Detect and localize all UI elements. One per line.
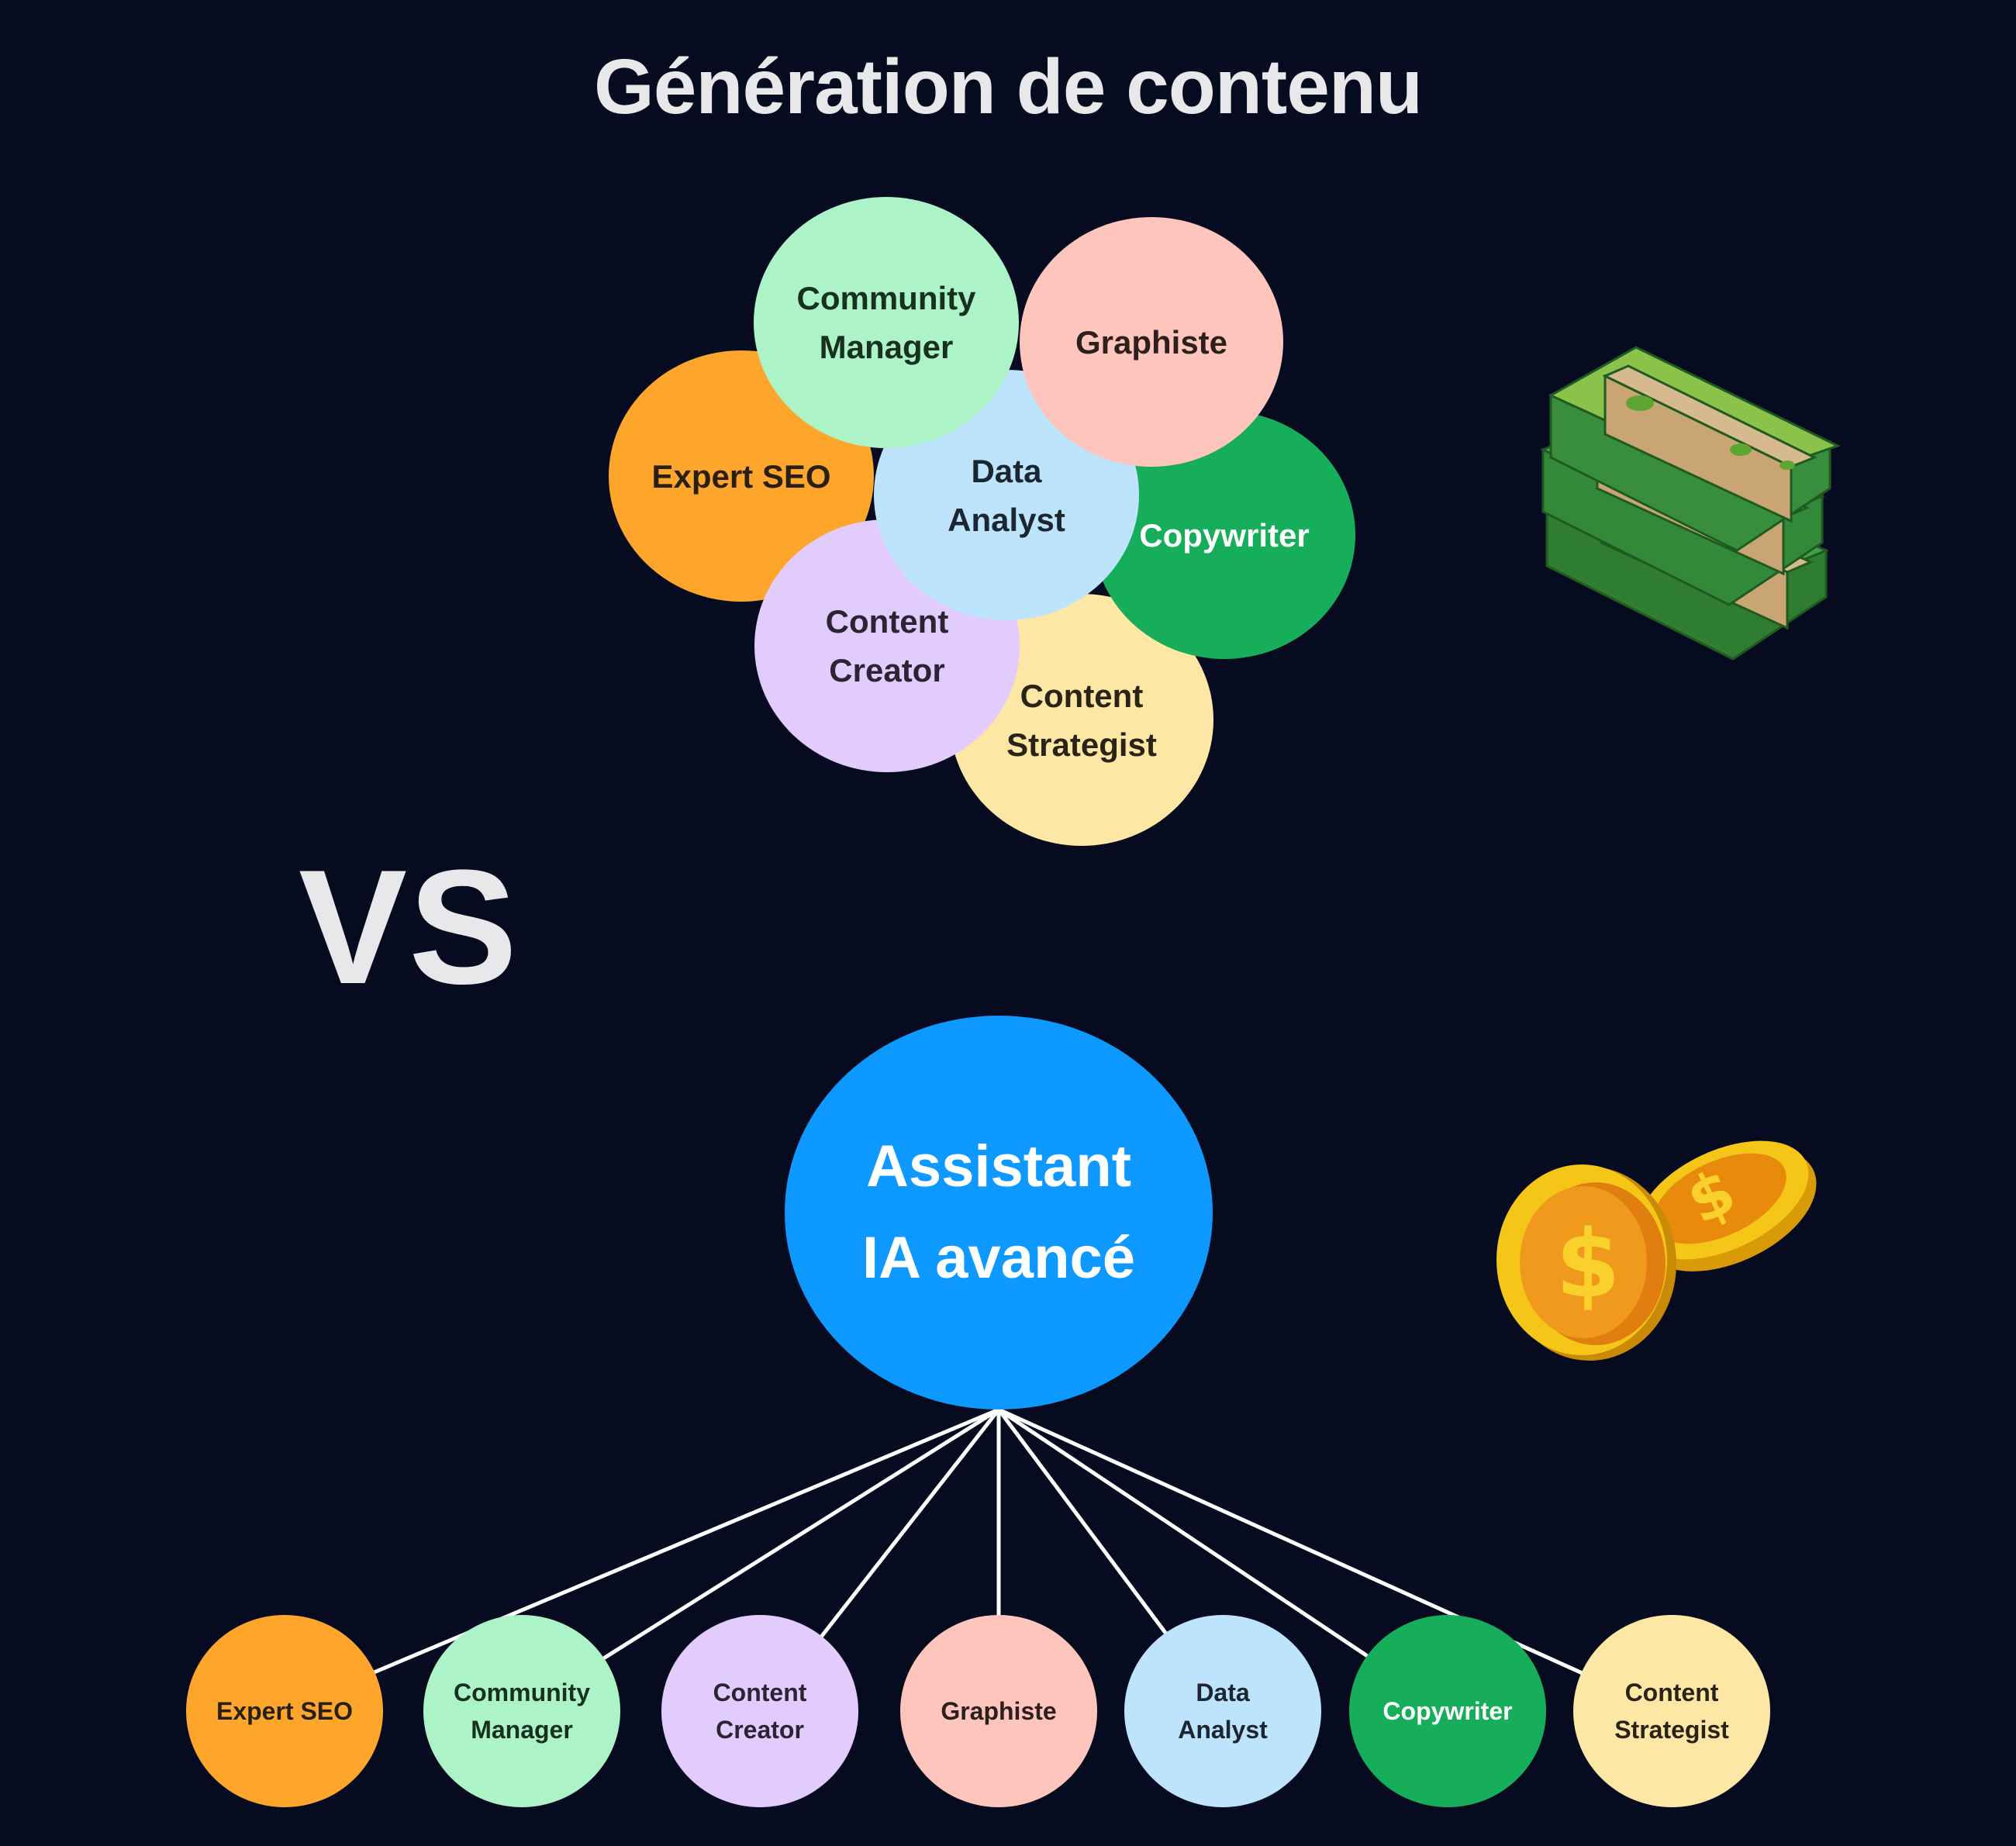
bubble-label: Content Creator	[713, 1679, 807, 1744]
coins-icon: $ $	[1496, 1140, 1817, 1361]
connector-line	[820, 1407, 1001, 1638]
page-title: Génération de contenu	[593, 43, 1423, 130]
assistant-bubble: Assistant IA avancé	[785, 1016, 1213, 1410]
bubble-label: Copywriter	[1139, 516, 1310, 554]
team-bubble-content-strategist: Content Strategist	[1573, 1615, 1770, 1807]
team-bubble-expert-seo: Expert SEO	[186, 1615, 383, 1807]
team-bubble-graphiste: Graphiste	[900, 1615, 1097, 1807]
bubble-label: Community Manager	[796, 280, 976, 365]
bubble-label: Copywriter	[1383, 1697, 1513, 1725]
bubble-label: Content Creator	[825, 603, 949, 688]
bubble-label: Data Analyst	[1178, 1679, 1268, 1744]
connector-line	[996, 1407, 1369, 1658]
svg-text:$: $	[1555, 1211, 1621, 1319]
bubble-label: Content Strategist	[1006, 677, 1157, 763]
versus-label: VS	[299, 836, 520, 1018]
bubble-label: Content Strategist	[1614, 1679, 1729, 1744]
team-bubble-copywriter: Copywriter	[1349, 1615, 1546, 1807]
bubble-label: Graphiste	[1075, 323, 1228, 361]
cluster-bubble-graphiste: Graphiste	[1020, 217, 1283, 467]
team-bubble-community-manager: Community Manager	[423, 1615, 620, 1807]
cluster-bubble-community-manager: Community Manager	[754, 197, 1019, 448]
bubble-label: Data Analyst	[948, 452, 1065, 538]
connector-line	[602, 1407, 1001, 1660]
bubble-label: Graphiste	[941, 1697, 1057, 1725]
connector-line	[996, 1407, 1170, 1638]
bubble-label: Expert SEO	[216, 1697, 354, 1725]
assistant-label: Assistant IA avancé	[861, 1133, 1136, 1291]
team-bubble-data-analyst: Data Analyst	[1124, 1615, 1321, 1807]
bubble-label: Community Manager	[454, 1679, 590, 1744]
team-bubble-content-creator: Content Creator	[661, 1615, 858, 1807]
money-stack-icon	[1540, 346, 1841, 661]
bubble-label: Expert SEO	[651, 457, 831, 495]
